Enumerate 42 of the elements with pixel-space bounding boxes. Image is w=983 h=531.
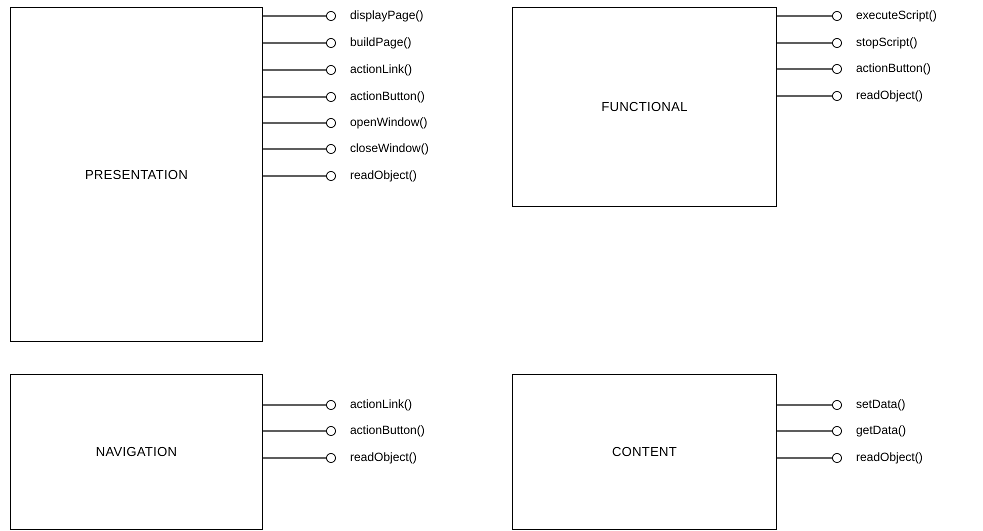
component-name: FUNCTIONAL (601, 98, 688, 116)
method-label: executeScript() (856, 8, 937, 22)
connector-line (263, 457, 326, 459)
component-box (10, 374, 263, 530)
connector-line (777, 95, 832, 97)
connector-line (263, 122, 326, 124)
connector-line (263, 69, 326, 71)
component-name: PRESENTATION (84, 166, 188, 184)
method-label: getData() (856, 423, 906, 437)
component-name: CONTENT (612, 443, 678, 462)
method-label: buildPage() (350, 35, 412, 49)
connector-line (263, 96, 326, 98)
component-name: NAVIGATION (96, 443, 178, 462)
method-label: displayPage() (350, 8, 424, 22)
method-label: readObject() (350, 168, 417, 182)
connector-line (263, 404, 326, 406)
connector-line (777, 15, 832, 17)
method-label: closeWindow() (350, 141, 429, 155)
method-label: actionLink() (350, 62, 412, 76)
method-label: setData() (856, 397, 906, 411)
connector-line (777, 430, 832, 432)
connector-line (777, 68, 832, 70)
method-label: actionButton() (856, 61, 931, 75)
component-box (512, 374, 777, 530)
component-box (10, 7, 263, 342)
connector-line (263, 42, 326, 44)
connector-line (777, 404, 832, 406)
connector-line (777, 457, 832, 459)
connector-line (263, 430, 326, 432)
connector-line (263, 15, 326, 17)
connector-line (263, 175, 326, 177)
connector-line (777, 42, 832, 44)
method-label: openWindow() (350, 115, 428, 129)
component-box (512, 7, 777, 207)
method-label: readObject() (350, 450, 417, 464)
method-label: readObject() (856, 450, 923, 464)
connector-line (263, 148, 326, 150)
method-label: stopScript() (856, 35, 918, 49)
method-label: actionButton() (350, 89, 425, 103)
method-label: actionButton() (350, 423, 425, 437)
method-label: readObject() (856, 88, 923, 102)
method-label: actionLink() (350, 397, 412, 411)
